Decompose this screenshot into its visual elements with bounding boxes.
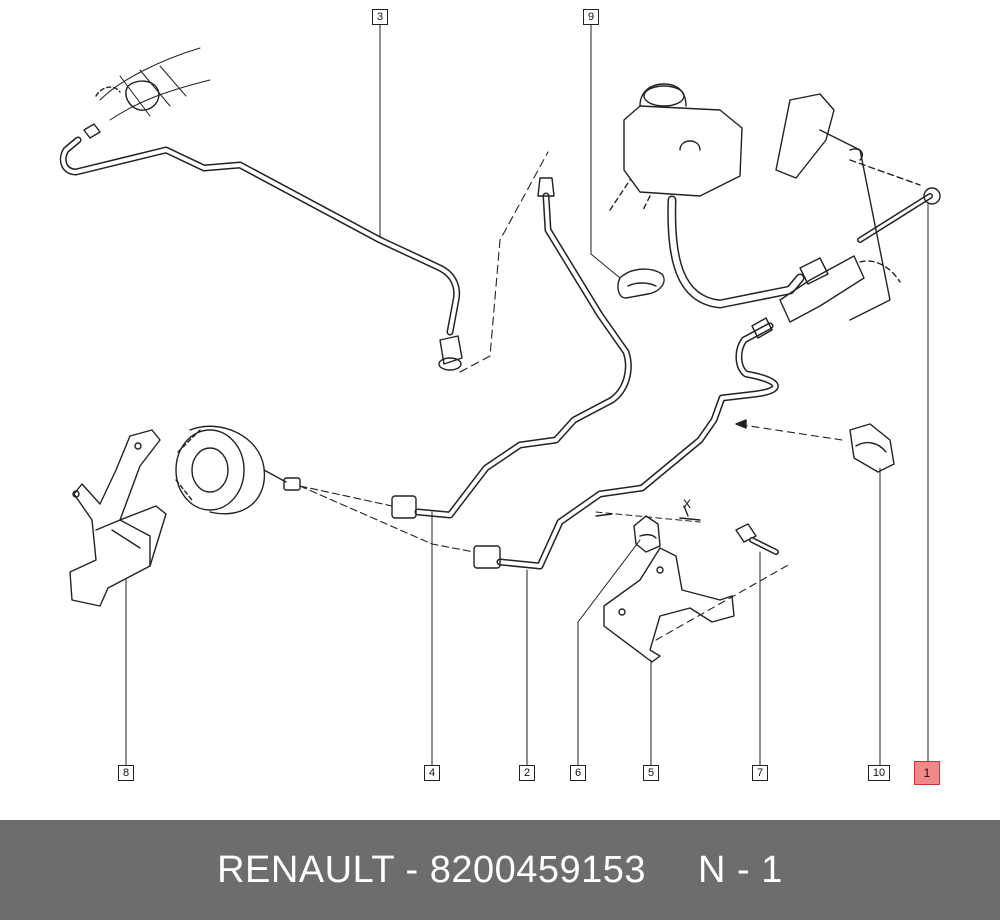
footer-quantity: N - 1 bbox=[698, 848, 783, 891]
clip-9 bbox=[617, 268, 665, 299]
clip-10 bbox=[735, 419, 895, 473]
callout-9: 9 bbox=[583, 9, 599, 25]
concentric-slave-cylinder bbox=[175, 425, 475, 553]
callout-7: 7 bbox=[752, 765, 768, 781]
callout-3: 3 bbox=[372, 9, 388, 25]
callout-5: 5 bbox=[643, 765, 659, 781]
callout-4: 4 bbox=[424, 765, 440, 781]
footer-brand-part: RENAULT - 8200459153 bbox=[217, 848, 647, 891]
callout-1-highlighted: 1 bbox=[914, 761, 940, 785]
callout-8: 8 bbox=[118, 765, 134, 781]
footer-bar: RENAULT - 8200459153 N - 1 bbox=[0, 820, 1000, 920]
pipe-4 bbox=[391, 177, 632, 519]
pipe-2 bbox=[473, 317, 779, 570]
parts-diagram bbox=[59, 23, 941, 766]
bracket-5 bbox=[603, 547, 791, 663]
callout-2: 2 bbox=[519, 765, 535, 781]
callout-10: 10 bbox=[868, 765, 890, 781]
clip-6 bbox=[595, 505, 701, 553]
leader-dashed-3 bbox=[459, 151, 549, 373]
leader-lines bbox=[125, 23, 929, 766]
pipe-3 bbox=[59, 47, 463, 371]
clutch-master-cylinder bbox=[609, 83, 941, 323]
bolt-7 bbox=[735, 523, 779, 555]
bracket-8 bbox=[69, 429, 167, 607]
callout-6: 6 bbox=[570, 765, 586, 781]
dimension-x-label: X bbox=[683, 497, 692, 511]
